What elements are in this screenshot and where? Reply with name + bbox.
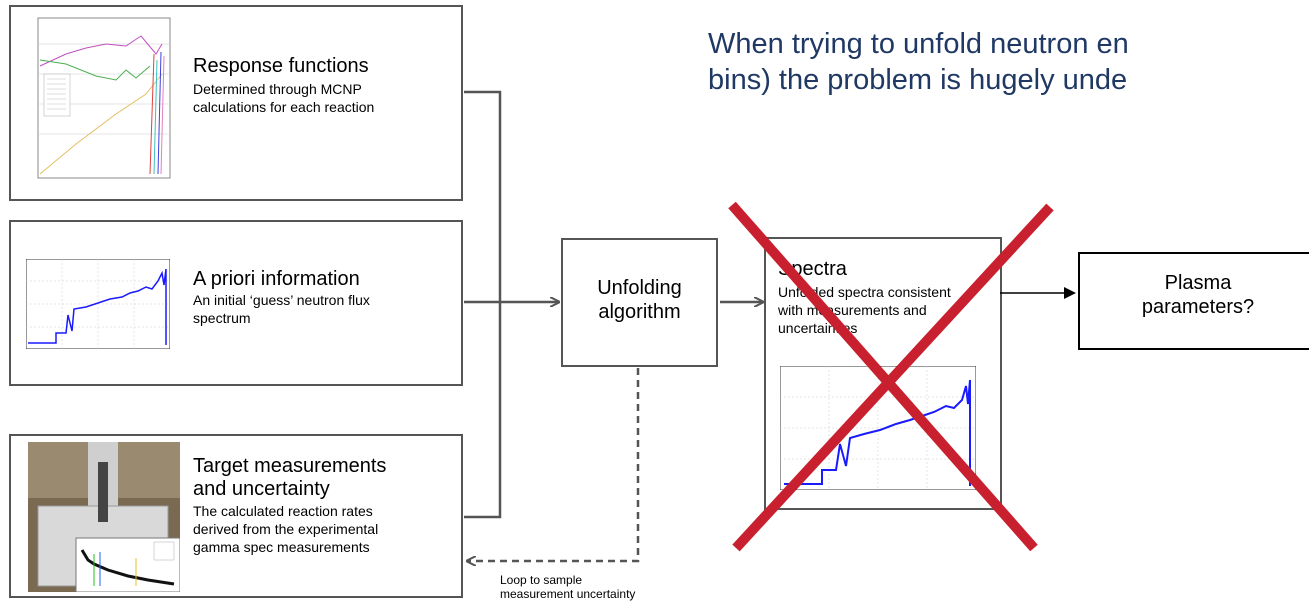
response-functions-desc-1: Determined through MCNP (193, 81, 362, 97)
a-priori-desc-1: An initial ‘guess’ neutron flux (193, 292, 370, 308)
loop-caption-line-1: Loop to sample (500, 573, 583, 587)
target-measurements-title-1: Target measurements (193, 455, 387, 477)
lab-photo-with-gamma-spectrum (28, 442, 180, 592)
headline: When trying to unfold neutron en bins) t… (708, 26, 1129, 98)
loop-dashed-connector (468, 368, 640, 561)
headline-line-1: When trying to unfold neutron en (708, 28, 1129, 60)
a-priori-desc-2: spectrum (193, 310, 251, 326)
plasma-parameters-line-2: parameters? (1141, 296, 1255, 318)
response-functions-plot (37, 17, 171, 179)
response-functions-title: Response functions (193, 55, 369, 77)
plasma-parameters-box (1078, 252, 1309, 350)
headline-line-2: bins) the problem is hugely unde (708, 64, 1128, 96)
loop-caption-line-2: measurement uncertainty (500, 587, 636, 601)
a-priori-box (9, 220, 463, 386)
plasma-parameters-line-1: Plasma (1164, 272, 1232, 294)
target-measurements-desc-2: derived from the experimental (193, 521, 379, 537)
plasma-parameters-label: Plasma parameters? (1078, 271, 1309, 319)
target-measurements-desc-1: The calculated reaction rates (193, 503, 373, 519)
a-priori-spectrum-plot (26, 259, 170, 349)
unfolding-algorithm-line-2: algorithm (598, 301, 681, 323)
unfolding-algorithm-label: Unfolding algorithm (561, 276, 718, 324)
response-functions-desc-2: calculations for each reaction (193, 99, 375, 115)
spectra-desc-1: Unfolded spectra consistent (778, 284, 951, 300)
red-cross-mark (728, 201, 1054, 552)
unfolding-algorithm-box (561, 238, 718, 367)
input-connectors (464, 90, 558, 519)
target-measurements-desc-3: gamma spec measurements (193, 539, 370, 555)
a-priori-title: A priori information (193, 268, 360, 290)
loop-caption: Loop to sample measurement uncertainty (500, 573, 635, 601)
target-measurements-title-2: and uncertainty (193, 478, 330, 500)
unfolding-algorithm-line-1: Unfolding (597, 277, 682, 299)
